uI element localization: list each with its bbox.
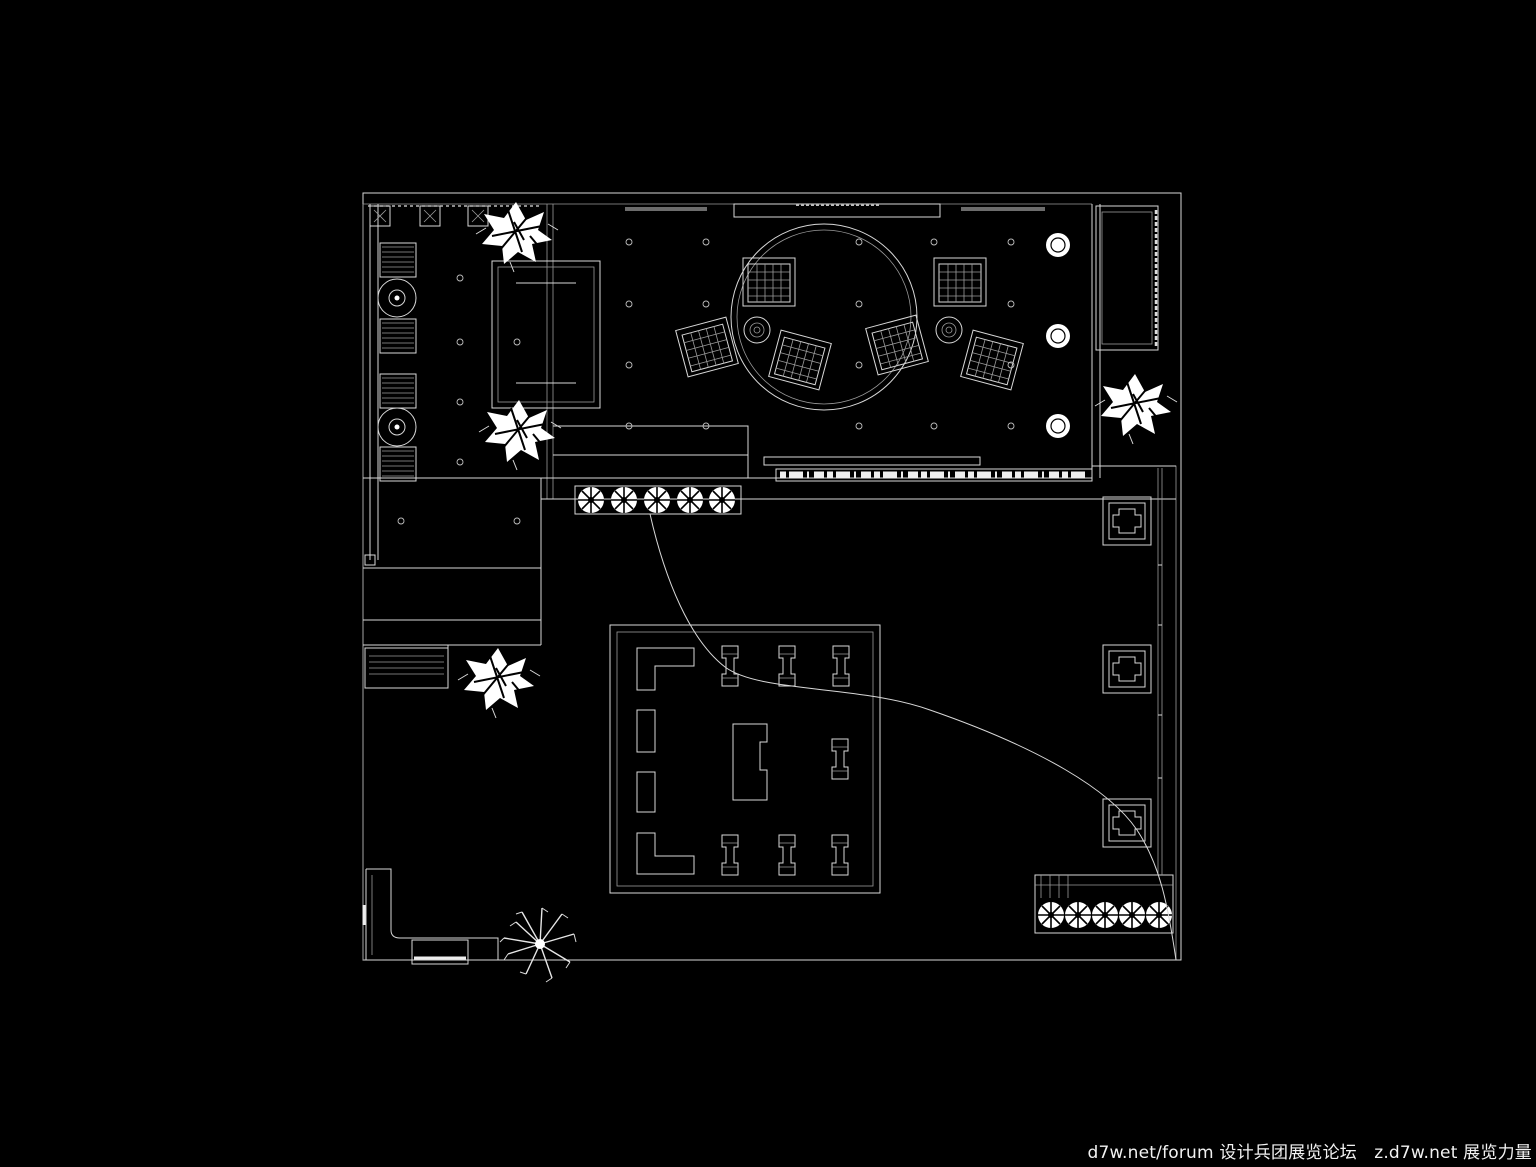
ceiling-lights [397, 238, 1015, 525]
watermark: d7w.net/forum 设计兵团展览论坛 z.d7w.net 展览力量 [1088, 1138, 1533, 1163]
round-lounge [675, 223, 1070, 438]
left-service-column [363, 204, 542, 689]
central-display-block [609, 624, 881, 894]
upper-lounge-outline [491, 203, 1176, 500]
flower-planters [574, 485, 1174, 934]
counter-strip [763, 456, 1093, 482]
visitor-flow-path [649, 513, 1177, 961]
watermark-forum-text: d7w.net/forum 设计兵团展览论坛 [1087, 1143, 1357, 1163]
watermark-site-text: z.d7w.net 展览力量 [1374, 1143, 1532, 1163]
left-seating [377, 242, 417, 482]
outer-walls [362, 192, 1182, 961]
right-vitrines [1102, 468, 1163, 875]
reception-desk [362, 868, 499, 965]
decorative-plants [457, 201, 1178, 983]
right-display-cabinet [1095, 205, 1159, 351]
